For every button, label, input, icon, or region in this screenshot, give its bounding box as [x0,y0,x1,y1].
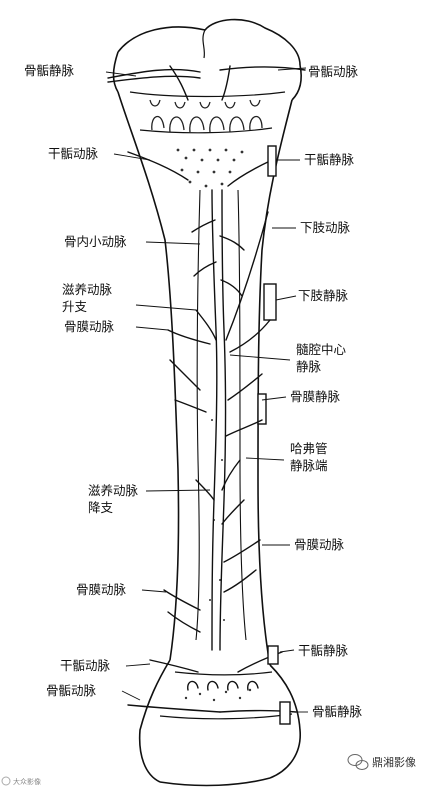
wechat-icon [347,754,369,770]
watermark-brand-text: 鼎湘影像 [372,755,416,769]
watermark-left: 大众影像 [1,776,41,786]
label-nutrient-ascending-line1: 滋养动脉 [62,282,113,297]
label-epiphyseal-artery-lower: 骨骺动脉 [46,683,97,698]
label-limb-vein: 下肢静脉 [298,288,349,303]
label-haversian-line2: 静脉端 [290,458,328,473]
leader-lines [105,67,308,713]
vessel-network [107,65,306,725]
bone-outline [112,18,302,787]
label-epiphyseal-vein-lower: 骨骺静脉 [312,704,363,719]
label-central-vein-line1: 髓腔中心 [296,342,347,357]
trabecular-loops-upper [149,99,263,133]
watermark-logo-icon [1,776,11,786]
spongy-bone-dots [176,148,252,702]
label-epiphyseal-vein-upper: 骨骺静脉 [24,63,75,78]
label-metaphyseal-artery-lower: 干骺动脉 [60,658,111,673]
watermark-left-text: 大众影像 [13,777,41,786]
label-limb-artery: 下肢动脉 [300,220,351,235]
label-metaphyseal-artery-upper: 干骺动脉 [48,146,99,161]
label-intraosseous-arteriole: 骨内小动脉 [64,234,127,249]
label-periosteal-artery-lower: 骨膜动脉 [76,582,127,597]
label-metaphyseal-vein-lower: 干骺静脉 [298,643,349,658]
label-epiphyseal-artery-upper: 骨骺动脉 [308,64,359,79]
label-central-vein-line2: 静脉 [296,359,322,374]
label-periosteal-artery-right: 骨膜动脉 [294,537,345,552]
watermark-brand: 鼎湘影像 [347,754,416,770]
label-periosteal-artery-upper: 骨膜动脉 [64,319,115,334]
label-haversian-line1: 哈弗管 [290,441,328,456]
label-metaphyseal-vein-upper: 干骺静脉 [304,152,355,167]
label-nutrient-descending-line1: 滋养动脉 [88,483,139,498]
labels: 骨骺静脉 骨骺动脉 干骺动脉 干骺静脉 骨内小动脉 下肢动脉 滋养动脉 升支 下… [24,63,363,719]
label-nutrient-descending-line2: 降支 [88,500,114,515]
label-nutrient-ascending-line2: 升支 [62,299,88,314]
label-periosteal-vein: 骨膜静脉 [290,389,341,404]
